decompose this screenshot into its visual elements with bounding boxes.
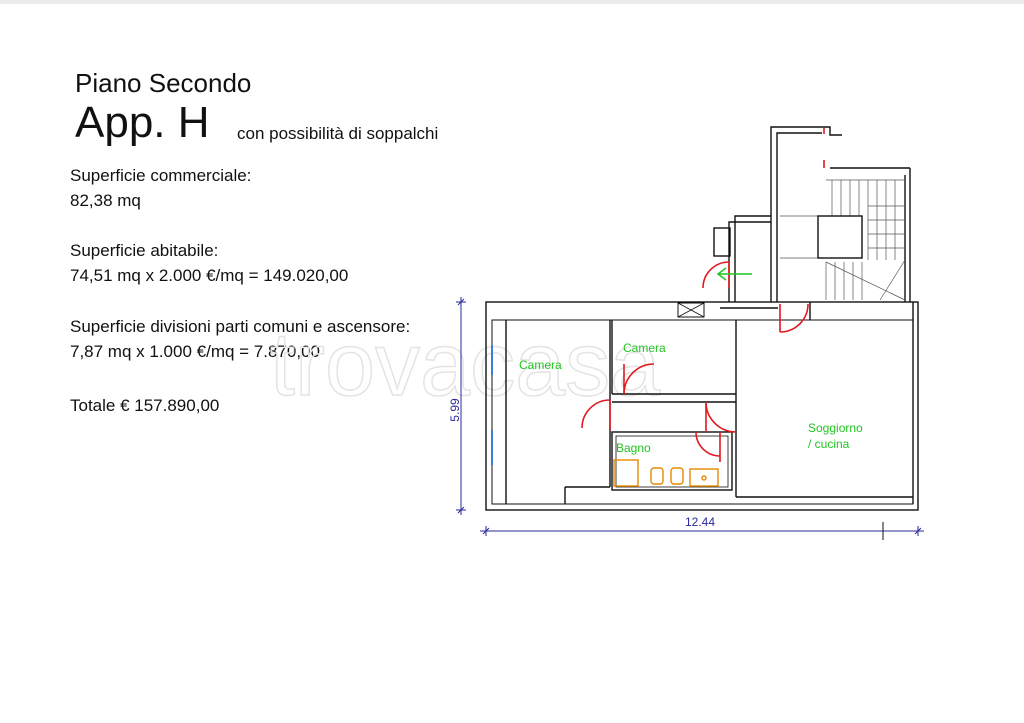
room-label-camera-2: Camera (623, 341, 666, 355)
common-surface-label: Superficie divisioni parti comuni e asce… (70, 317, 411, 336)
top-bar (0, 0, 1024, 4)
room-label-soggiorno: Soggiorno (808, 421, 863, 435)
common-surface: Superficie divisioni parti comuni e asce… (70, 314, 410, 364)
total-price: Totale € 157.890,00 (70, 396, 220, 415)
apartment-note: con possibilità di soppalchi (237, 124, 439, 143)
room-label-cucina: / cucina (808, 437, 850, 451)
floor-title: Piano Secondo (75, 68, 252, 98)
room-label-bagno: Bagno (616, 441, 651, 455)
habitable-surface: Superficie abitabile: 74,51 mq x 2.000 €… (70, 238, 348, 288)
commercial-surface-value: 82,38 mq (70, 191, 141, 210)
entrance-arrow-icon (716, 267, 752, 281)
room-label-camera-1: Camera (519, 358, 562, 372)
commercial-surface-label: Superficie commerciale: (70, 166, 252, 185)
dimension-width-label: 12.44 (685, 515, 715, 529)
common-surface-value: 7,87 mq x 1.000 €/mq = 7.870,00 (70, 342, 320, 361)
watermark: trovacasa (270, 315, 661, 415)
dimension-lines (456, 297, 924, 540)
habitable-surface-value: 74,51 mq x 2.000 €/mq = 149.020,00 (70, 266, 349, 285)
walls (485, 126, 919, 511)
commercial-surface: Superficie commerciale: 82,38 mq (70, 163, 251, 213)
doors (581, 128, 825, 462)
habitable-surface-label: Superficie abitabile: (70, 241, 219, 260)
bathroom-fixtures (613, 459, 719, 487)
apartment-title: App. H (75, 98, 210, 147)
dimension-height-label: 5.99 (448, 398, 462, 422)
